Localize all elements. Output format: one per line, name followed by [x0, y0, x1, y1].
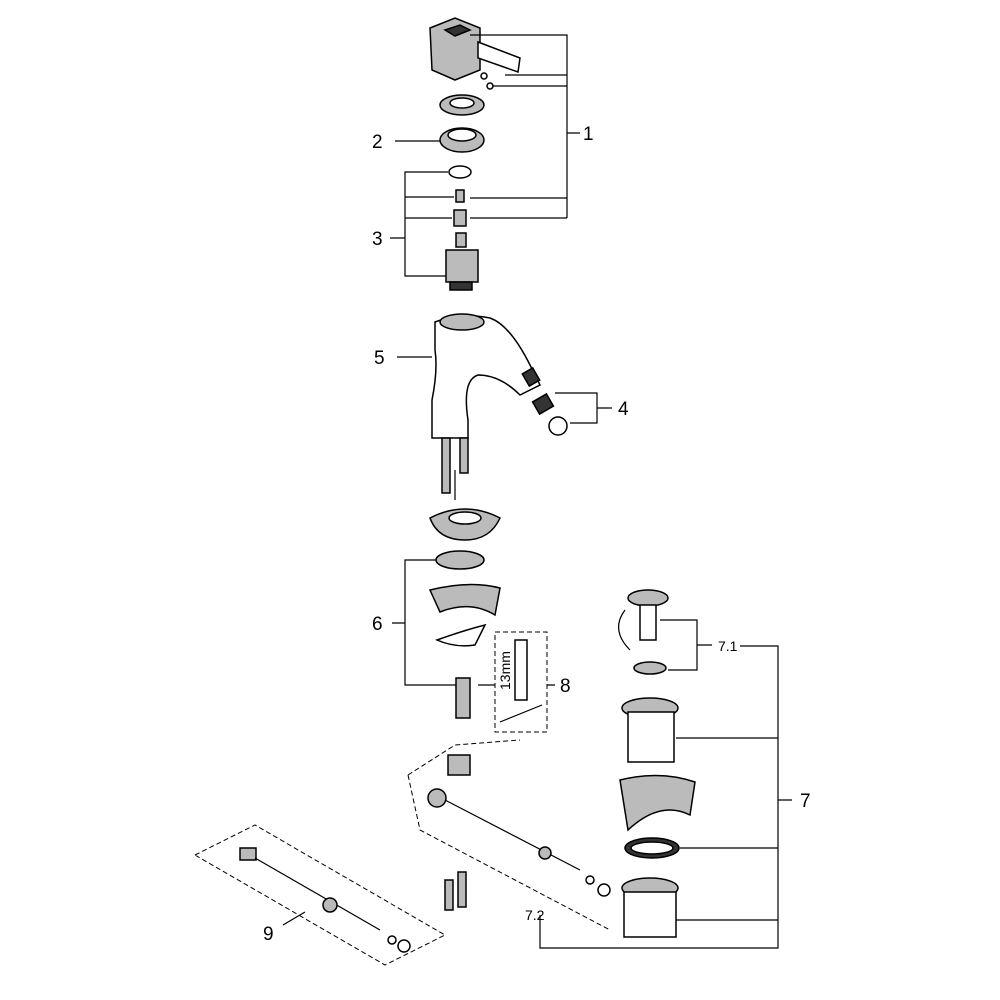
cap-ring-part	[439, 94, 485, 116]
drain-body-part	[619, 697, 696, 938]
aerator-part	[531, 392, 568, 436]
label-part-3: 3	[372, 229, 383, 250]
pop-up-plug-part	[618, 589, 669, 675]
label-part-9: 9	[263, 924, 274, 945]
extension-kit-part	[193, 824, 447, 966]
mounting-set-part	[428, 550, 501, 719]
wrench-size-label: 13mm	[497, 651, 513, 690]
label-part-7-2: 7.2	[525, 907, 545, 923]
bracket-part-1	[470, 34, 580, 219]
label-part-1: 1	[583, 124, 594, 145]
hose-connectors-part	[444, 871, 467, 911]
mixer-body-part	[431, 313, 542, 500]
mounting-plate-part	[429, 508, 501, 541]
label-part-7: 7	[800, 791, 811, 812]
ring-part-2	[439, 127, 485, 153]
label-part-8: 8	[560, 676, 571, 697]
label-part-2: 2	[372, 132, 383, 153]
label-part-7-1: 7.1	[718, 638, 738, 654]
label-part-6: 6	[372, 614, 383, 635]
handle-part	[429, 17, 521, 90]
cartridge-part	[445, 165, 479, 291]
pop-up-linkage-part	[407, 739, 611, 931]
wrench-tool-box: 13mm	[494, 631, 548, 733]
label-part-4: 4	[618, 399, 629, 420]
label-part-5: 5	[374, 348, 385, 369]
